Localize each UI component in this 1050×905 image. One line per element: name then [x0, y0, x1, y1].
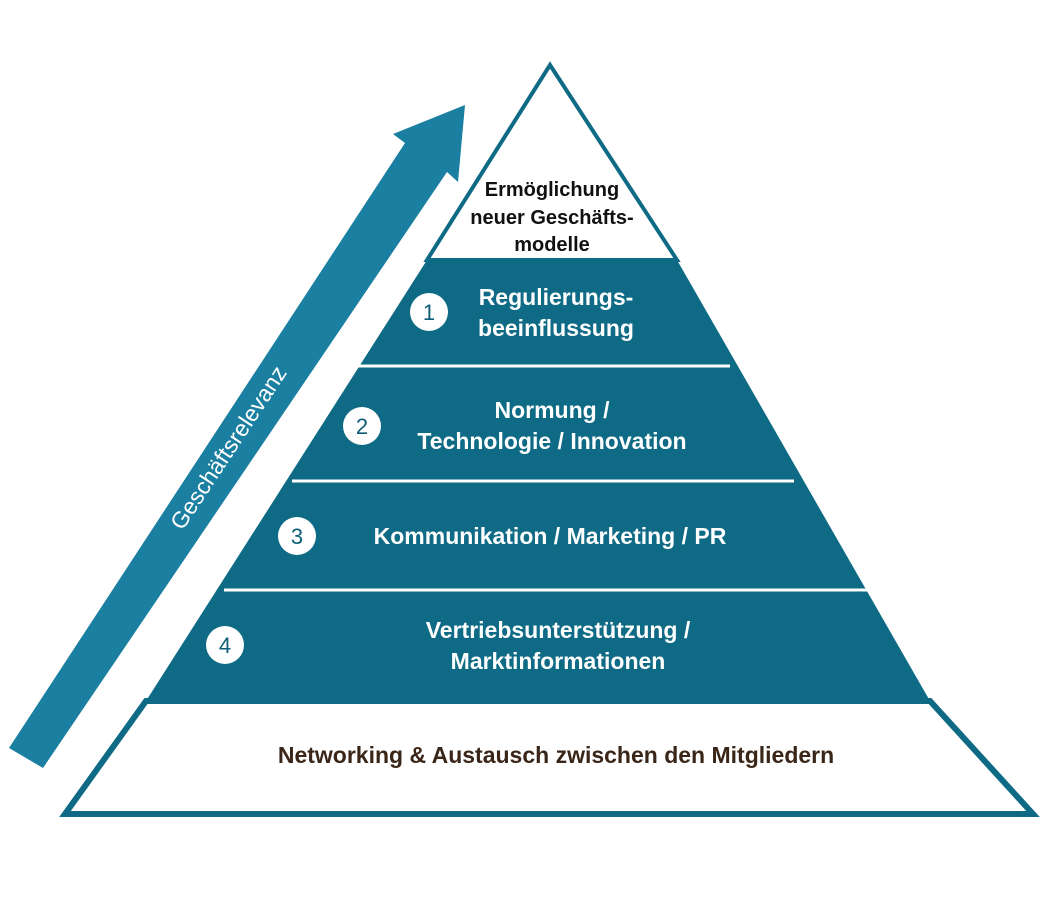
- tier-number-badge: [206, 626, 244, 664]
- pyramid-tier-2: 2 Normung / Technologie / Innovation: [343, 397, 687, 454]
- pyramid-apex: [423, 61, 681, 262]
- tier-label-line: Regulierungs-: [479, 284, 634, 310]
- tier-label-line: Normung /: [495, 397, 611, 423]
- pyramid-tier-3: 3 Kommunikation / Marketing / PR: [278, 517, 727, 555]
- tier-label-line: Marktinformationen: [451, 648, 666, 674]
- pyramid-top-tier: Ermöglichung neuer Geschäfts- modelle: [470, 179, 633, 256]
- tier-number: 4: [219, 633, 231, 658]
- tier-number-badge: [278, 517, 316, 555]
- tier-number-badge: [410, 293, 448, 331]
- top-tier-line: modelle: [514, 234, 590, 256]
- tier-number-badge: [343, 407, 381, 445]
- top-tier-line: neuer Geschäfts-: [470, 207, 633, 229]
- tier-number: 2: [356, 414, 368, 439]
- arrow-up-right-icon: [9, 105, 465, 768]
- pyramid-base-tier: Networking & Austausch zwischen den Mitg…: [278, 742, 834, 768]
- pyramid-tier-1: 1 Regulierungs- beeinflussung: [410, 284, 634, 341]
- pyramid-tier-4: 4 Vertriebsunterstützung / Marktinformat…: [206, 617, 691, 674]
- pyramid-base: [59, 698, 1040, 817]
- tier-label-line: Technologie / Innovation: [417, 428, 686, 454]
- tier-label-line: beeinflussung: [478, 315, 634, 341]
- tier-number: 3: [291, 524, 303, 549]
- tier-number: 1: [423, 300, 435, 325]
- tier-label-line: Vertriebsunterstützung /: [426, 617, 691, 643]
- top-tier-line: Ermöglichung: [485, 179, 619, 201]
- pyramid: Ermöglichung neuer Geschäfts- modelle 1 …: [59, 61, 1040, 817]
- base-tier-label: Networking & Austausch zwischen den Mitg…: [278, 742, 834, 768]
- tier-label-line: Kommunikation / Marketing / PR: [374, 523, 727, 549]
